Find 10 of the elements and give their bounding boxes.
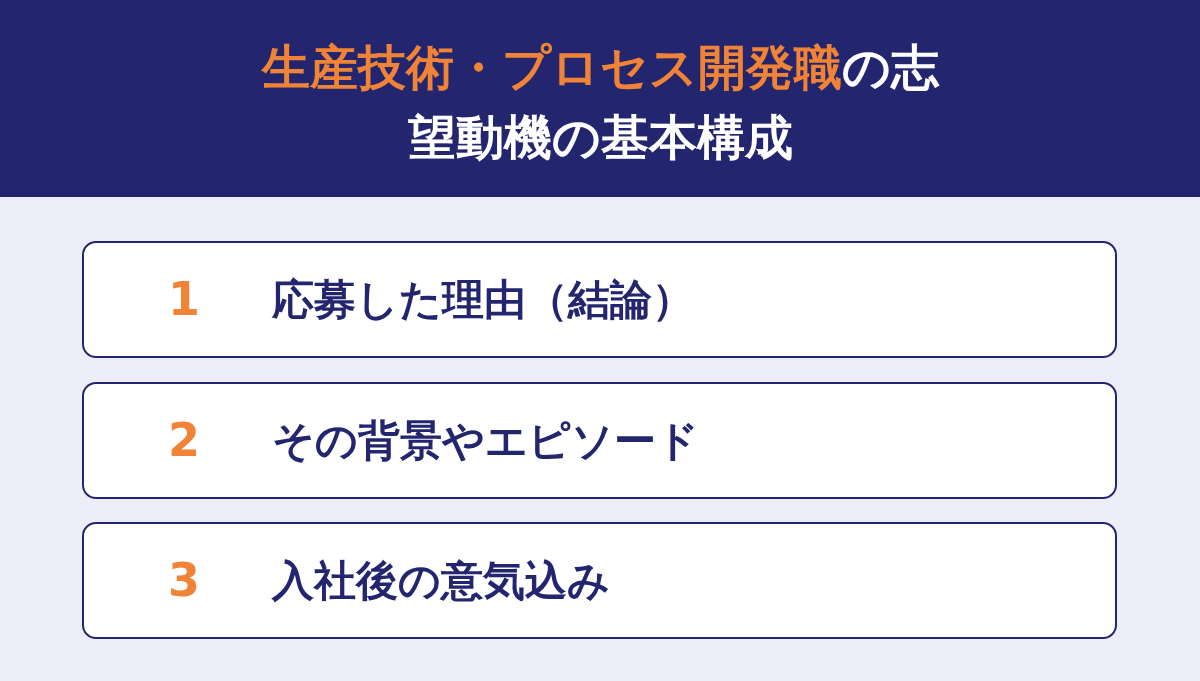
step-number: 1: [167, 271, 201, 327]
step-number: 2: [167, 412, 201, 468]
title-heading: 生産技術・プロセス開発職の志望動機の基本構成: [260, 38, 941, 167]
step-text: 応募した理由（結論）: [272, 274, 694, 326]
step-box: [82, 522, 1117, 639]
step-box: [82, 241, 1117, 358]
step-text: 入社後の意気込み: [272, 555, 610, 607]
step-number: 3: [167, 552, 201, 608]
step-box: [82, 382, 1117, 499]
step-text: その背景やエピソード: [272, 415, 699, 467]
